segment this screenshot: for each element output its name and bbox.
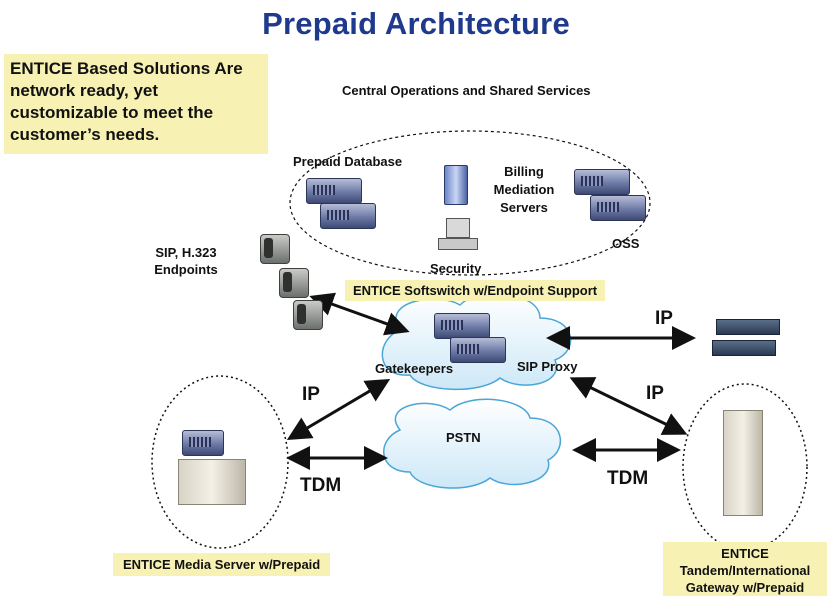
gatekeepers-label: Gatekeepers — [375, 361, 454, 376]
phone-icon — [293, 300, 323, 330]
softswitch-callout: ENTICE Softswitch w/Endpoint Support — [345, 280, 606, 301]
phone-icon — [260, 234, 290, 264]
gateway-line-2: Tandem/International — [679, 563, 811, 578]
gatekeeper-server-icon — [434, 313, 490, 339]
central-ops-ellipse — [289, 130, 651, 276]
phone-icon — [279, 268, 309, 298]
oss-label: OSS — [612, 236, 640, 251]
page-title: Prepaid Architecture — [262, 6, 570, 41]
gatekeeper-server-icon — [450, 337, 506, 363]
sip-endpoints-line-2: Endpoints — [154, 262, 218, 277]
sip-proxy-label: SIP Proxy — [517, 359, 578, 374]
endpoint-arrow — [309, 292, 410, 336]
media-server-rack-icon — [178, 459, 246, 505]
gateway-device-icon — [712, 340, 776, 356]
gateway-callout: ENTICE Tandem/International Gateway w/Pr… — [663, 542, 827, 596]
security-computer-icon — [446, 218, 470, 238]
media-server-icon — [182, 430, 224, 456]
prepaid-db-server-icon — [306, 178, 362, 204]
security-label: Security — [430, 261, 482, 276]
tdm-right-label: TDM — [607, 468, 649, 489]
tdm-left-label: TDM — [300, 475, 342, 496]
sip-endpoints-label: SIP, H.323 Endpoints — [140, 244, 232, 278]
pstn-label: PSTN — [446, 430, 481, 445]
gateway-device-icon — [716, 319, 780, 335]
oss-server-icon — [574, 169, 630, 195]
intro-callout: ENTICE Based Solutions Are network ready… — [4, 54, 268, 154]
central-ops-label: Central Operations and Shared Services — [342, 83, 591, 98]
billing-line-1: Billing — [504, 164, 544, 179]
media-server-callout: ENTICE Media Server w/Prepaid — [113, 553, 331, 576]
security-keyboard-icon — [438, 238, 478, 250]
billing-line-3: Servers — [500, 200, 548, 215]
ip-left-arrow — [286, 378, 391, 441]
billing-server-icon — [444, 165, 468, 205]
pstn-cloud — [383, 398, 562, 489]
gateway-line-3: Gateway w/Prepaid — [685, 580, 805, 595]
gateway-ellipse — [682, 383, 808, 551]
ip-right-arrow — [569, 377, 688, 435]
prepaid-db-server-icon — [320, 203, 376, 229]
gateway-line-1: ENTICE — [721, 546, 769, 561]
ip-top-label: IP — [655, 308, 673, 329]
gateway-rack-icon — [723, 410, 763, 516]
ip-left-label: IP — [302, 384, 320, 405]
ip-right-label: IP — [646, 383, 664, 404]
prepaid-db-label: Prepaid Database — [293, 154, 403, 169]
billing-line-2: Mediation — [493, 182, 555, 197]
billing-label: Billing Mediation Servers — [484, 163, 564, 217]
sip-endpoints-line-1: SIP, H.323 — [155, 245, 217, 260]
oss-server-icon — [590, 195, 646, 221]
